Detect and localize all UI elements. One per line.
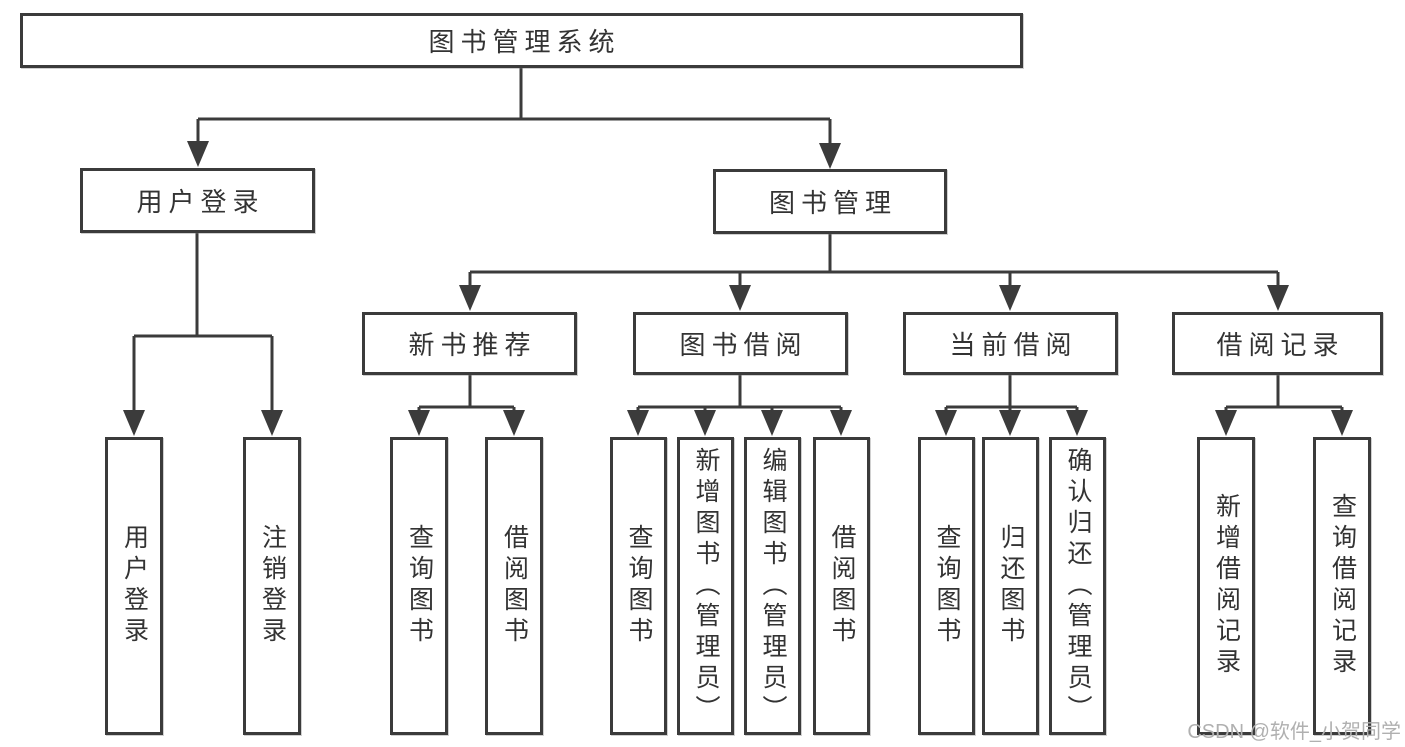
leaf-query-books-borrowing: 查询图书	[610, 437, 667, 735]
node-user-login: 用户登录	[80, 168, 315, 233]
leaf-query-books-recommend: 查询图书	[390, 437, 448, 735]
node-book-management: 图书管理	[713, 169, 947, 234]
leaf-confirm-return-admin: 确认归还（管理员）	[1049, 437, 1106, 735]
leaf-return-books: 归还图书	[982, 437, 1039, 735]
node-current-borrowing: 当前借阅	[903, 312, 1118, 375]
leaf-logout: 注销登录	[243, 437, 301, 735]
leaf-query-books-current: 查询图书	[918, 437, 975, 735]
leaf-add-borrow-record: 新增借阅记录	[1197, 437, 1255, 735]
leaf-user-login: 用户登录	[105, 437, 163, 735]
leaf-borrow-books-recommend: 借阅图书	[485, 437, 543, 735]
node-library-system: 图书管理系统	[20, 13, 1023, 68]
leaf-add-books-admin: 新增图书（管理员）	[677, 437, 734, 735]
node-borrowing-records: 借阅记录	[1172, 312, 1383, 375]
leaf-borrow-books-borrowing: 借阅图书	[813, 437, 870, 735]
node-new-book-recommend: 新书推荐	[362, 312, 577, 375]
watermark: CSDN @软件_小贺同学	[1187, 721, 1401, 743]
node-book-borrowing: 图书借阅	[633, 312, 848, 375]
leaf-query-borrow-record: 查询借阅记录	[1313, 437, 1371, 735]
leaf-edit-books-admin: 编辑图书（管理员）	[744, 437, 801, 735]
